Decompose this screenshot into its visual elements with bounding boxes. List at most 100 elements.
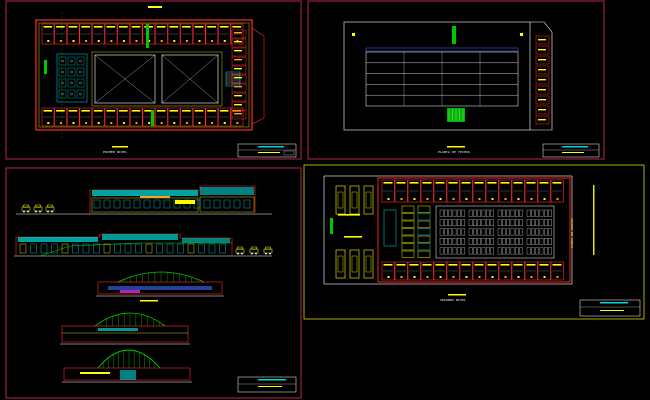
vehicle-wheel (27, 210, 29, 213)
south-room (155, 107, 168, 127)
seat (468, 238, 473, 245)
bay-label-bar (344, 236, 362, 238)
seat (519, 219, 523, 227)
roof-east-step (530, 21, 553, 131)
window (243, 199, 251, 209)
seat (544, 219, 548, 227)
south-room-furniture (556, 276, 559, 278)
south-room (550, 261, 564, 281)
vehicle (249, 248, 259, 254)
seat (461, 209, 465, 217)
seat (490, 219, 494, 227)
south-room-fixture (56, 110, 65, 112)
seat (468, 247, 473, 255)
seat (510, 219, 515, 227)
north-room-furniture (148, 40, 151, 42)
north-room-furniture (556, 198, 559, 200)
north-room-fixture (232, 26, 242, 28)
north-room (230, 23, 244, 45)
bay-inner (365, 191, 372, 209)
service-room (417, 220, 431, 228)
south-room (230, 107, 244, 127)
central-seating-grid (439, 209, 552, 255)
seat (519, 228, 523, 236)
seat (510, 247, 515, 255)
south-room (54, 107, 67, 127)
window (223, 199, 231, 209)
south-room-furniture (465, 276, 468, 278)
bay (349, 185, 360, 215)
west-service-grid (58, 56, 85, 99)
window (124, 243, 132, 254)
south-room (524, 261, 538, 281)
service-room (401, 243, 415, 251)
south-room-fixture (526, 264, 536, 266)
north-room (524, 179, 538, 203)
seat (515, 228, 519, 236)
roof-plan (343, 21, 600, 158)
seat (548, 228, 552, 236)
south-room (472, 261, 486, 281)
south-room-furniture (517, 276, 520, 278)
vertical-caption: CUADRO DE AREAS (570, 218, 574, 249)
window (163, 199, 171, 209)
roof-east-fixture (538, 99, 546, 101)
south-room-furniture (400, 276, 403, 278)
south-room (394, 261, 408, 281)
service-fixture (61, 70, 64, 74)
south-room (117, 107, 130, 127)
north-room-fixture (409, 182, 419, 184)
green-entry-marker (44, 60, 47, 74)
seat (519, 247, 523, 255)
north-room-fixture (182, 26, 191, 28)
south-room-fixture (81, 110, 90, 112)
roof-east-fixture (538, 119, 546, 121)
window (187, 243, 195, 254)
north-room (407, 179, 421, 203)
window (219, 243, 226, 254)
seat (448, 219, 452, 227)
seat (544, 247, 548, 255)
seat (486, 209, 490, 217)
vehicle-wheel (265, 252, 267, 255)
seat (457, 228, 461, 236)
service-cell (67, 89, 76, 99)
roof-corner-marker (352, 33, 355, 36)
roof-outline (343, 21, 531, 131)
second-floor-plan (323, 175, 641, 317)
seat (468, 228, 473, 236)
seat (515, 219, 519, 227)
north-room-fixture (43, 26, 53, 28)
sheet-frame-lower-right (303, 164, 645, 320)
window (82, 243, 90, 254)
window (166, 243, 174, 254)
section-2 (60, 312, 190, 345)
section-1-arch-ribs (123, 272, 199, 282)
roof-corner-marker (520, 33, 523, 36)
seat (477, 219, 481, 227)
seat (444, 238, 448, 245)
seat (502, 209, 506, 217)
service-cell (67, 56, 76, 66)
north-room-furniture (543, 198, 546, 200)
bay (349, 249, 360, 279)
seat (531, 238, 535, 245)
roof-panels (366, 52, 518, 106)
seat (497, 228, 502, 236)
roof-skylight (452, 26, 456, 44)
bay (335, 185, 346, 215)
south-room-fixture (422, 264, 432, 266)
service-cell (76, 89, 85, 99)
south-room (129, 107, 143, 127)
central-hall-left-diag2 (94, 54, 156, 104)
east-room (231, 110, 247, 120)
south-room-furniture (223, 122, 226, 124)
north-room (117, 23, 130, 45)
central-hall (435, 205, 555, 259)
seat (506, 247, 510, 255)
south-room-furniture (530, 276, 533, 278)
central-hall-right (161, 54, 219, 104)
north-room (550, 179, 564, 203)
seat (515, 238, 519, 245)
